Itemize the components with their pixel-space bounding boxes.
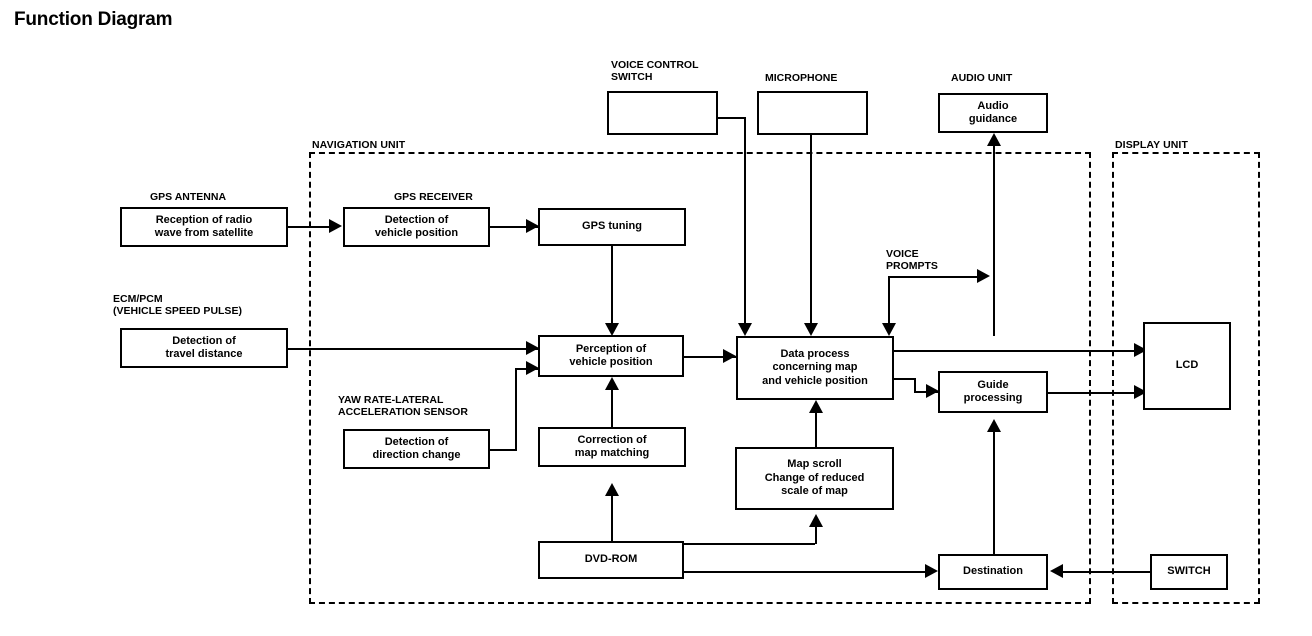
- caption-ecm-pcm: ECM/PCM (VEHICLE SPEED PULSE): [113, 293, 242, 317]
- box-lcd[interactable]: LCD: [1143, 322, 1231, 410]
- group-label-navigation-unit: NAVIGATION UNIT: [312, 139, 406, 151]
- box-microphone[interactable]: [757, 91, 868, 135]
- arrow-dvd-to-correction: [605, 483, 619, 496]
- box-map-scroll[interactable]: Map scroll Change of reduced scale of ma…: [735, 447, 894, 510]
- arrow-receiver-to-tuning: [526, 219, 539, 233]
- arrow-perception-to-dataprocess: [723, 349, 736, 363]
- connector-perception-to-dataprocess: [684, 356, 736, 358]
- connector-tuning-to-perception: [611, 246, 613, 324]
- arrow-voiceprompts-down: [882, 323, 896, 336]
- connector-dvd-to-destination: [684, 571, 934, 573]
- arrow-antenna-to-receiver: [329, 219, 342, 233]
- connector-dvd-to-mapscroll-v: [815, 527, 817, 544]
- connector-dataprocess-to-lcd: [894, 350, 1143, 352]
- arrow-dvd-to-mapscroll: [809, 514, 823, 527]
- connector-switch-to-destination: [1062, 571, 1150, 573]
- connector-correction-to-perception-2: [611, 389, 613, 427]
- group-navigation-unit: [309, 152, 1091, 604]
- connector-antenna-to-receiver: [288, 226, 336, 228]
- box-correction-map-matching[interactable]: Correction of map matching: [538, 427, 686, 467]
- caption-voice-control-switch: VOICE CONTROL SWITCH: [611, 59, 699, 83]
- connector-destination-to-guide: [993, 432, 995, 554]
- connector-voiceprompts-v: [888, 276, 890, 324]
- connector-traveldist-to-perception: [288, 348, 538, 350]
- arrow-correction-to-perception: [605, 377, 619, 390]
- box-data-process[interactable]: Data process concerning map and vehicle …: [736, 336, 894, 400]
- connector-vcs-to-dataprocess-h: [718, 117, 744, 119]
- connector-direction-h1: [490, 449, 515, 451]
- arrow-dataprocess-to-guide: [926, 384, 939, 398]
- connector-mapscroll-to-dataprocess: [815, 413, 817, 447]
- arrow-mic-to-dataprocess: [804, 323, 818, 336]
- arrow-switch-to-destination: [1050, 564, 1063, 578]
- connector-dataprocess-to-guide-h1: [894, 378, 914, 380]
- connector-dvd-to-mapscroll-h: [684, 543, 815, 545]
- connector-vcs-to-dataprocess-v: [744, 117, 746, 323]
- connector-receiver-to-tuning: [490, 226, 538, 228]
- box-detection-direction-change[interactable]: Detection of direction change: [343, 429, 490, 469]
- box-detection-vehicle-position[interactable]: Detection of vehicle position: [343, 207, 490, 247]
- arrow-dvd-to-destination: [925, 564, 938, 578]
- arrow-direction-to-perception: [526, 361, 539, 375]
- box-reception-radio-wave[interactable]: Reception of radio wave from satellite: [120, 207, 288, 247]
- caption-gps-receiver: GPS RECEIVER: [394, 191, 473, 203]
- box-dvd-rom[interactable]: DVD-ROM: [538, 541, 684, 579]
- box-guide-processing[interactable]: Guide processing: [938, 371, 1048, 413]
- box-voice-control-switch[interactable]: [607, 91, 718, 135]
- arrow-vcs-to-dataprocess: [738, 323, 752, 336]
- box-destination[interactable]: Destination: [938, 554, 1048, 590]
- caption-yaw-rate-sensor: YAW RATE-LATERAL ACCELERATION SENSOR: [338, 394, 468, 418]
- connector-direction-v: [515, 368, 517, 451]
- arrow-tuning-to-perception: [605, 323, 619, 336]
- connector-dataprocess-to-guide-v: [914, 378, 916, 391]
- page-title: Function Diagram: [14, 9, 173, 30]
- arrow-to-audio-guidance: [987, 133, 1001, 146]
- box-perception-vehicle-position[interactable]: Perception of vehicle position: [538, 335, 684, 377]
- connector-dvd-to-correction: [611, 495, 613, 541]
- group-display-unit: [1112, 152, 1260, 604]
- box-audio-guidance[interactable]: Audio guidance: [938, 93, 1048, 133]
- caption-audio-unit: AUDIO UNIT: [951, 72, 1013, 84]
- box-detection-travel-distance[interactable]: Detection of travel distance: [120, 328, 288, 368]
- box-switch[interactable]: SWITCH: [1150, 554, 1228, 590]
- arrow-traveldist-to-perception: [526, 341, 539, 355]
- caption-voice-prompts: VOICE PROMPTS: [886, 248, 938, 272]
- arrow-voiceprompts-right: [977, 269, 990, 283]
- connector-guide-to-lcd: [1048, 392, 1143, 394]
- caption-gps-antenna: GPS ANTENNA: [150, 191, 227, 203]
- caption-microphone: MICROPHONE: [765, 72, 838, 84]
- group-label-display-unit: DISPLAY UNIT: [1115, 139, 1188, 151]
- box-gps-tuning[interactable]: GPS tuning: [538, 208, 686, 246]
- arrow-mapscroll-to-dataprocess: [809, 400, 823, 413]
- arrow-destination-to-guide: [987, 419, 1001, 432]
- connector-dataprocess-to-audio-v: [993, 146, 995, 336]
- connector-mic-to-dataprocess-v: [810, 131, 812, 323]
- connector-voiceprompts-h: [888, 276, 978, 278]
